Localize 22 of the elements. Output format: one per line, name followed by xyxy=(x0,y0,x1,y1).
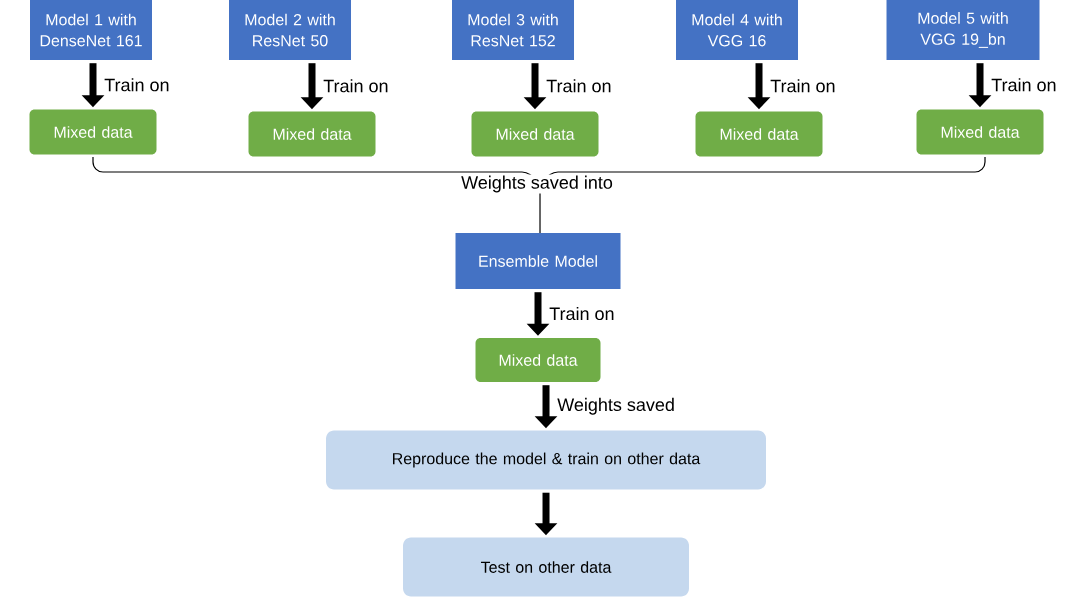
data-box: Mixed data xyxy=(471,111,599,157)
process-box: Ensemble Model xyxy=(455,233,621,289)
edge-label: Train on xyxy=(546,79,611,93)
edge-label: Train on xyxy=(104,78,169,92)
process-box: Model 5 with VGG 19_bn xyxy=(886,0,1040,60)
edge-label: Train on xyxy=(991,78,1056,92)
process-box: Model 1 with DenseNet 161 xyxy=(30,0,152,60)
step-box: Test on other data xyxy=(403,537,689,597)
edge-label: Train on xyxy=(323,79,388,93)
process-box: Model 3 with ResNet 152 xyxy=(452,0,574,60)
step-box: Reproduce the model & train on other data xyxy=(326,430,766,490)
data-box: Mixed data xyxy=(916,109,1044,155)
data-box: Mixed data xyxy=(475,338,601,382)
edge-label: Weights saved xyxy=(557,397,674,415)
edge-label: Train on xyxy=(549,306,614,321)
data-box: Mixed data xyxy=(695,111,823,157)
edge-label: Train on xyxy=(770,79,835,93)
process-box: Model 4 with VGG 16 xyxy=(676,0,798,60)
data-box: Mixed data xyxy=(248,111,376,157)
data-box: Mixed data xyxy=(29,109,157,155)
brace-label: Weights saved into xyxy=(461,175,613,193)
process-box: Model 2 with ResNet 50 xyxy=(229,0,351,60)
